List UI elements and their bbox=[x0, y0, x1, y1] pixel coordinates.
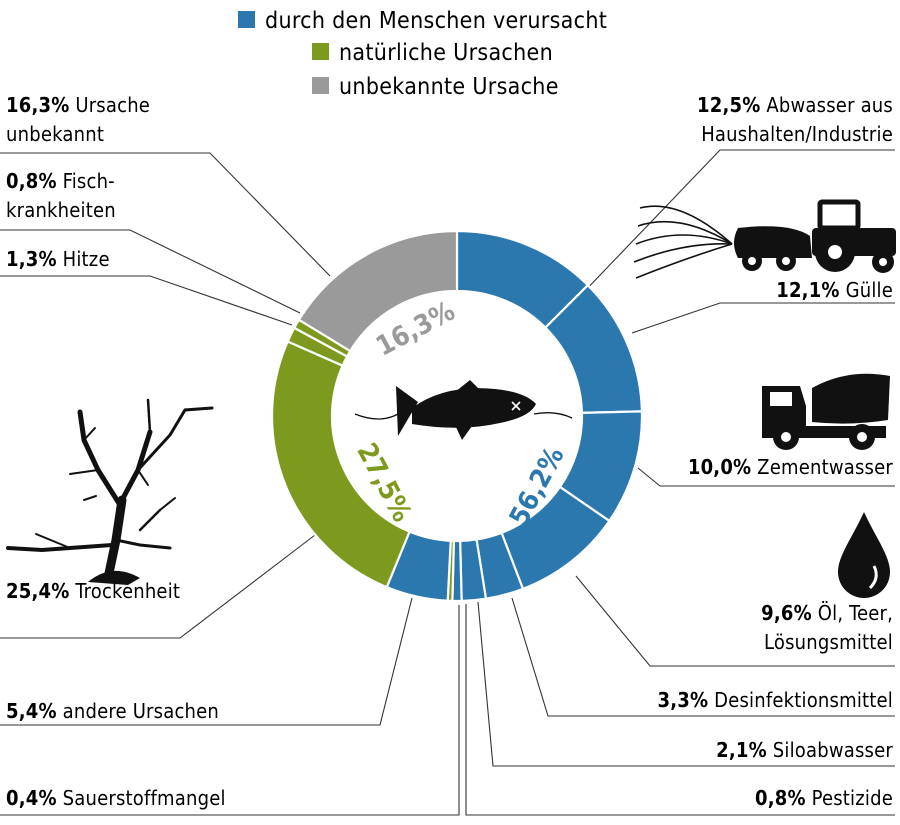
slice-name: Sauerstoffmangel bbox=[57, 786, 226, 810]
slice-label: 0,4% Sauerstoffmangel bbox=[6, 786, 226, 810]
legend-swatch bbox=[238, 11, 255, 28]
oil-drop-icon bbox=[838, 512, 890, 598]
slice-name: krankheiten bbox=[6, 198, 116, 222]
donut-slice bbox=[297, 229, 459, 353]
slice-name: Desinfektionsmittel bbox=[708, 688, 893, 712]
leader-line bbox=[637, 467, 895, 487]
slice-percent: 5,4% bbox=[6, 699, 57, 723]
slice-name: Hitze bbox=[57, 247, 110, 271]
leader-line bbox=[477, 601, 895, 767]
slice-name: Abwasser aus bbox=[760, 93, 893, 117]
slice-percent: 9,6% bbox=[761, 601, 812, 625]
slice-percent: 25,4% bbox=[6, 579, 69, 603]
leader-line bbox=[0, 275, 293, 326]
slice-name: Pestizide bbox=[806, 786, 893, 810]
slice-label: 25,4% Trockenheit bbox=[6, 579, 180, 603]
slice-label: 12,1% Gülle bbox=[776, 278, 893, 302]
leader-line bbox=[0, 605, 460, 816]
dead-tree-icon bbox=[6, 398, 214, 585]
slice-percent: 2,1% bbox=[716, 738, 767, 762]
donut-slice bbox=[270, 340, 411, 589]
legend-swatch bbox=[312, 43, 329, 60]
leader-line bbox=[511, 597, 895, 717]
slice-label: 10,0% Zementwasser bbox=[688, 455, 894, 479]
slice-label: 5,4% andere Ursachen bbox=[6, 699, 219, 723]
slice-label: 9,6% Öl, Teer, Lösungsmittel bbox=[761, 601, 893, 654]
slice-percent: 0,4% bbox=[6, 786, 57, 810]
leader-line bbox=[579, 149, 895, 297]
legend-swatch bbox=[312, 77, 329, 94]
slice-percent: 12,5% bbox=[697, 93, 760, 117]
slice-name: Zementwasser bbox=[751, 455, 893, 479]
slice-label: 0,8% Fisch-krankheiten bbox=[6, 169, 116, 222]
legend-label: durch den Menschen verursacht bbox=[265, 8, 607, 34]
slice-percent: 0,8% bbox=[755, 786, 806, 810]
slice-name: Fisch- bbox=[57, 169, 115, 193]
leader-line bbox=[465, 604, 895, 816]
slice-name: unbekannt bbox=[6, 122, 104, 146]
legend-label: unbekannte Ursache bbox=[339, 74, 559, 100]
slice-percent: 12,1% bbox=[776, 278, 839, 302]
slice-percent: 3,3% bbox=[658, 688, 709, 712]
slice-name: Haushalten/Industrie bbox=[701, 122, 893, 146]
slice-percent: 0,8% bbox=[6, 169, 57, 193]
slice-name: Siloabwasser bbox=[767, 738, 894, 762]
legend-label: natürliche Ursachen bbox=[339, 40, 553, 66]
slice-label: 16,3% Ursache unbekannt bbox=[6, 93, 150, 146]
leader-lines bbox=[0, 149, 895, 816]
slice-label: 0,8% Pestizide bbox=[755, 786, 893, 810]
leader-line bbox=[575, 575, 895, 667]
slice-name: Lösungsmittel bbox=[764, 630, 893, 654]
slice-percent: 1,3% bbox=[6, 247, 57, 271]
leader-line bbox=[0, 152, 331, 277]
slice-percent: 10,0% bbox=[688, 455, 751, 479]
dead-fish-icon bbox=[354, 380, 573, 440]
legend: durch den Menschen verursacht natürliche … bbox=[238, 8, 607, 100]
slice-label: 3,3% Desinfektionsmittel bbox=[658, 688, 894, 712]
tractor-icon bbox=[633, 199, 896, 279]
slice-name: andere Ursachen bbox=[57, 699, 219, 723]
slice-name: Gülle bbox=[840, 278, 893, 302]
leader-line bbox=[631, 302, 895, 334]
slice-percent: 16,3% bbox=[6, 93, 69, 117]
leader-line bbox=[0, 534, 316, 639]
slice-label: 2,1% Siloabwasser bbox=[716, 738, 893, 762]
slice-name: Öl, Teer, bbox=[812, 601, 893, 625]
slice-name: Ursache bbox=[69, 93, 150, 117]
cement-truck-icon bbox=[762, 373, 890, 450]
donut-slices bbox=[270, 229, 644, 603]
leader-line bbox=[0, 229, 301, 314]
slice-label: 1,3% Hitze bbox=[6, 247, 110, 271]
leader-line bbox=[0, 597, 413, 726]
